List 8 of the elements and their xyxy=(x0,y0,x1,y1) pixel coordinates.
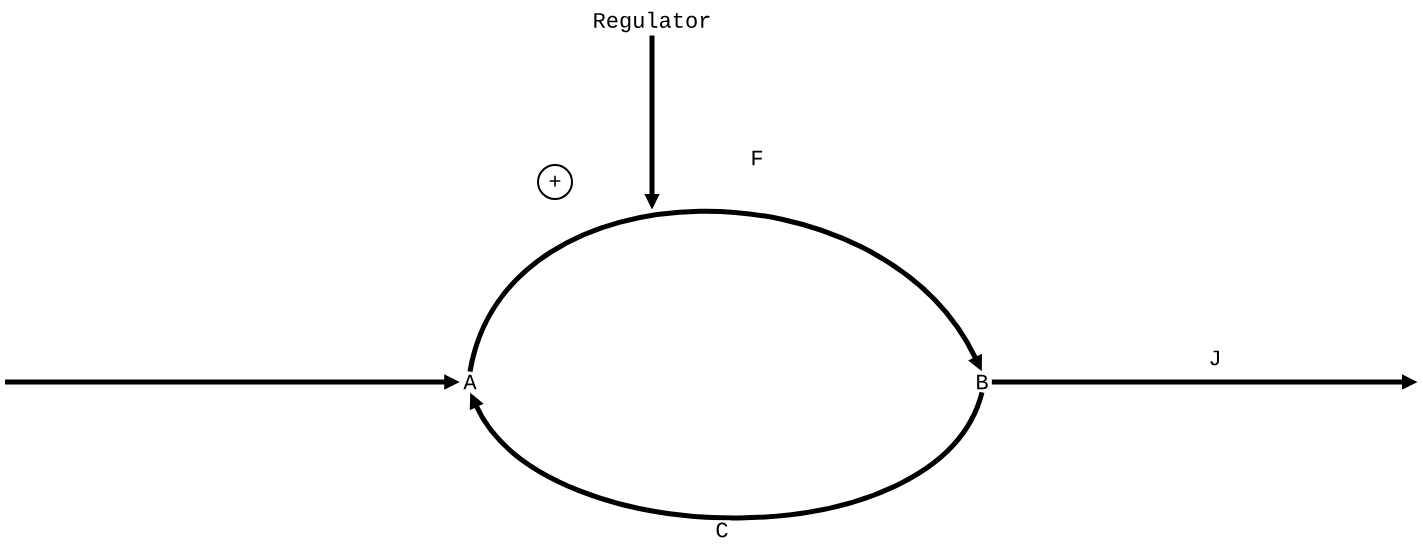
edge-label: F xyxy=(748,148,766,168)
node-label: B xyxy=(977,374,988,390)
node-label: A xyxy=(463,374,477,390)
edge-label: J xyxy=(1206,348,1224,368)
edge-label: C xyxy=(713,520,731,540)
arrow xyxy=(469,391,985,521)
regulator-label: Regulator xyxy=(594,11,710,33)
arrow xyxy=(467,208,982,373)
